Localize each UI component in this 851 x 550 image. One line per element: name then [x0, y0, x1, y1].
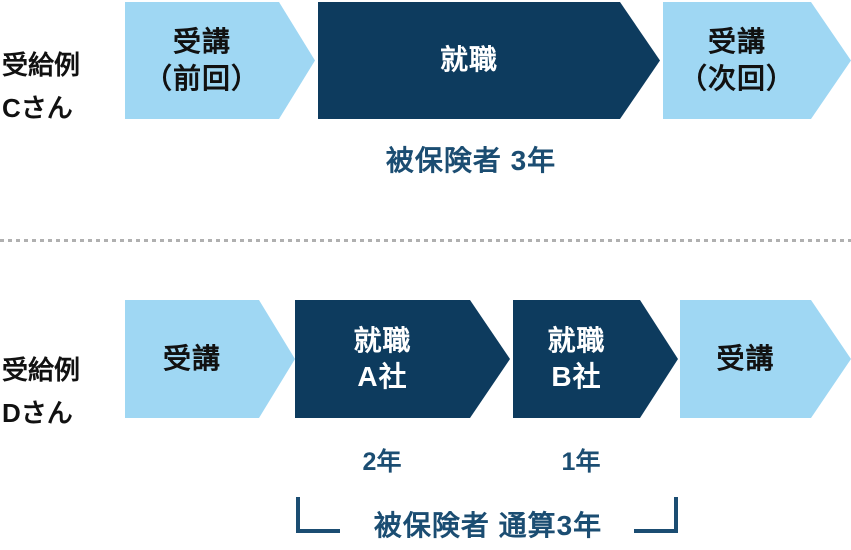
arrow-employment-company-b-line2: B社 [551, 361, 602, 392]
row-d-label: 受給例 Dさん [2, 349, 80, 434]
arrow-employment-company-a-line2: A社 [357, 361, 408, 392]
total-period-bracket-left [296, 497, 340, 533]
arrow-employment-company-a-line1: 就職 [353, 324, 412, 356]
duration-company-b: 1年 [561, 448, 601, 476]
duration-company-a: 2年 [362, 448, 402, 476]
arrow-course-previous-line2: （前回） [143, 62, 260, 94]
arrow-course-previous: 受講 （前回） [125, 2, 315, 119]
arrow-employment-company-b: 就職 B社 [513, 300, 678, 418]
insured-period-d-annotation: 被保険者 通算3年 [373, 510, 603, 541]
row-c-label: 受給例 Cさん [2, 44, 80, 129]
arrow-course-next-line1: 受講 [707, 26, 766, 58]
total-period-bracket-right [634, 497, 678, 533]
arrow-course-next-line2: （次回） [678, 62, 795, 94]
arrow-course-d-next-line1: 受講 [716, 342, 775, 374]
row-d-label-line1: 受給例 [2, 355, 81, 385]
arrow-course-previous-line1: 受講 [172, 26, 231, 58]
arrow-employment-company-b-line1: 就職 [547, 324, 606, 356]
arrow-employment-company-a: 就職 A社 [295, 300, 510, 418]
insured-period-c-annotation: 被保険者 3年 [385, 145, 557, 176]
row-c-label-line2: Cさん [2, 92, 73, 123]
row-d-label-line2: Dさん [2, 397, 73, 428]
arrow-course-d-line1: 受講 [162, 342, 221, 374]
dotted-divider [0, 239, 851, 242]
row-c-label-line1: 受給例 [2, 50, 81, 80]
arrow-employment-c: 就職 [318, 2, 660, 119]
arrow-course-d-next: 受講 [680, 300, 851, 418]
arrow-course-next: 受講 （次回） [663, 2, 851, 119]
arrow-course-d: 受講 [125, 300, 295, 418]
arrow-employment-c-line1: 就職 [439, 44, 498, 76]
